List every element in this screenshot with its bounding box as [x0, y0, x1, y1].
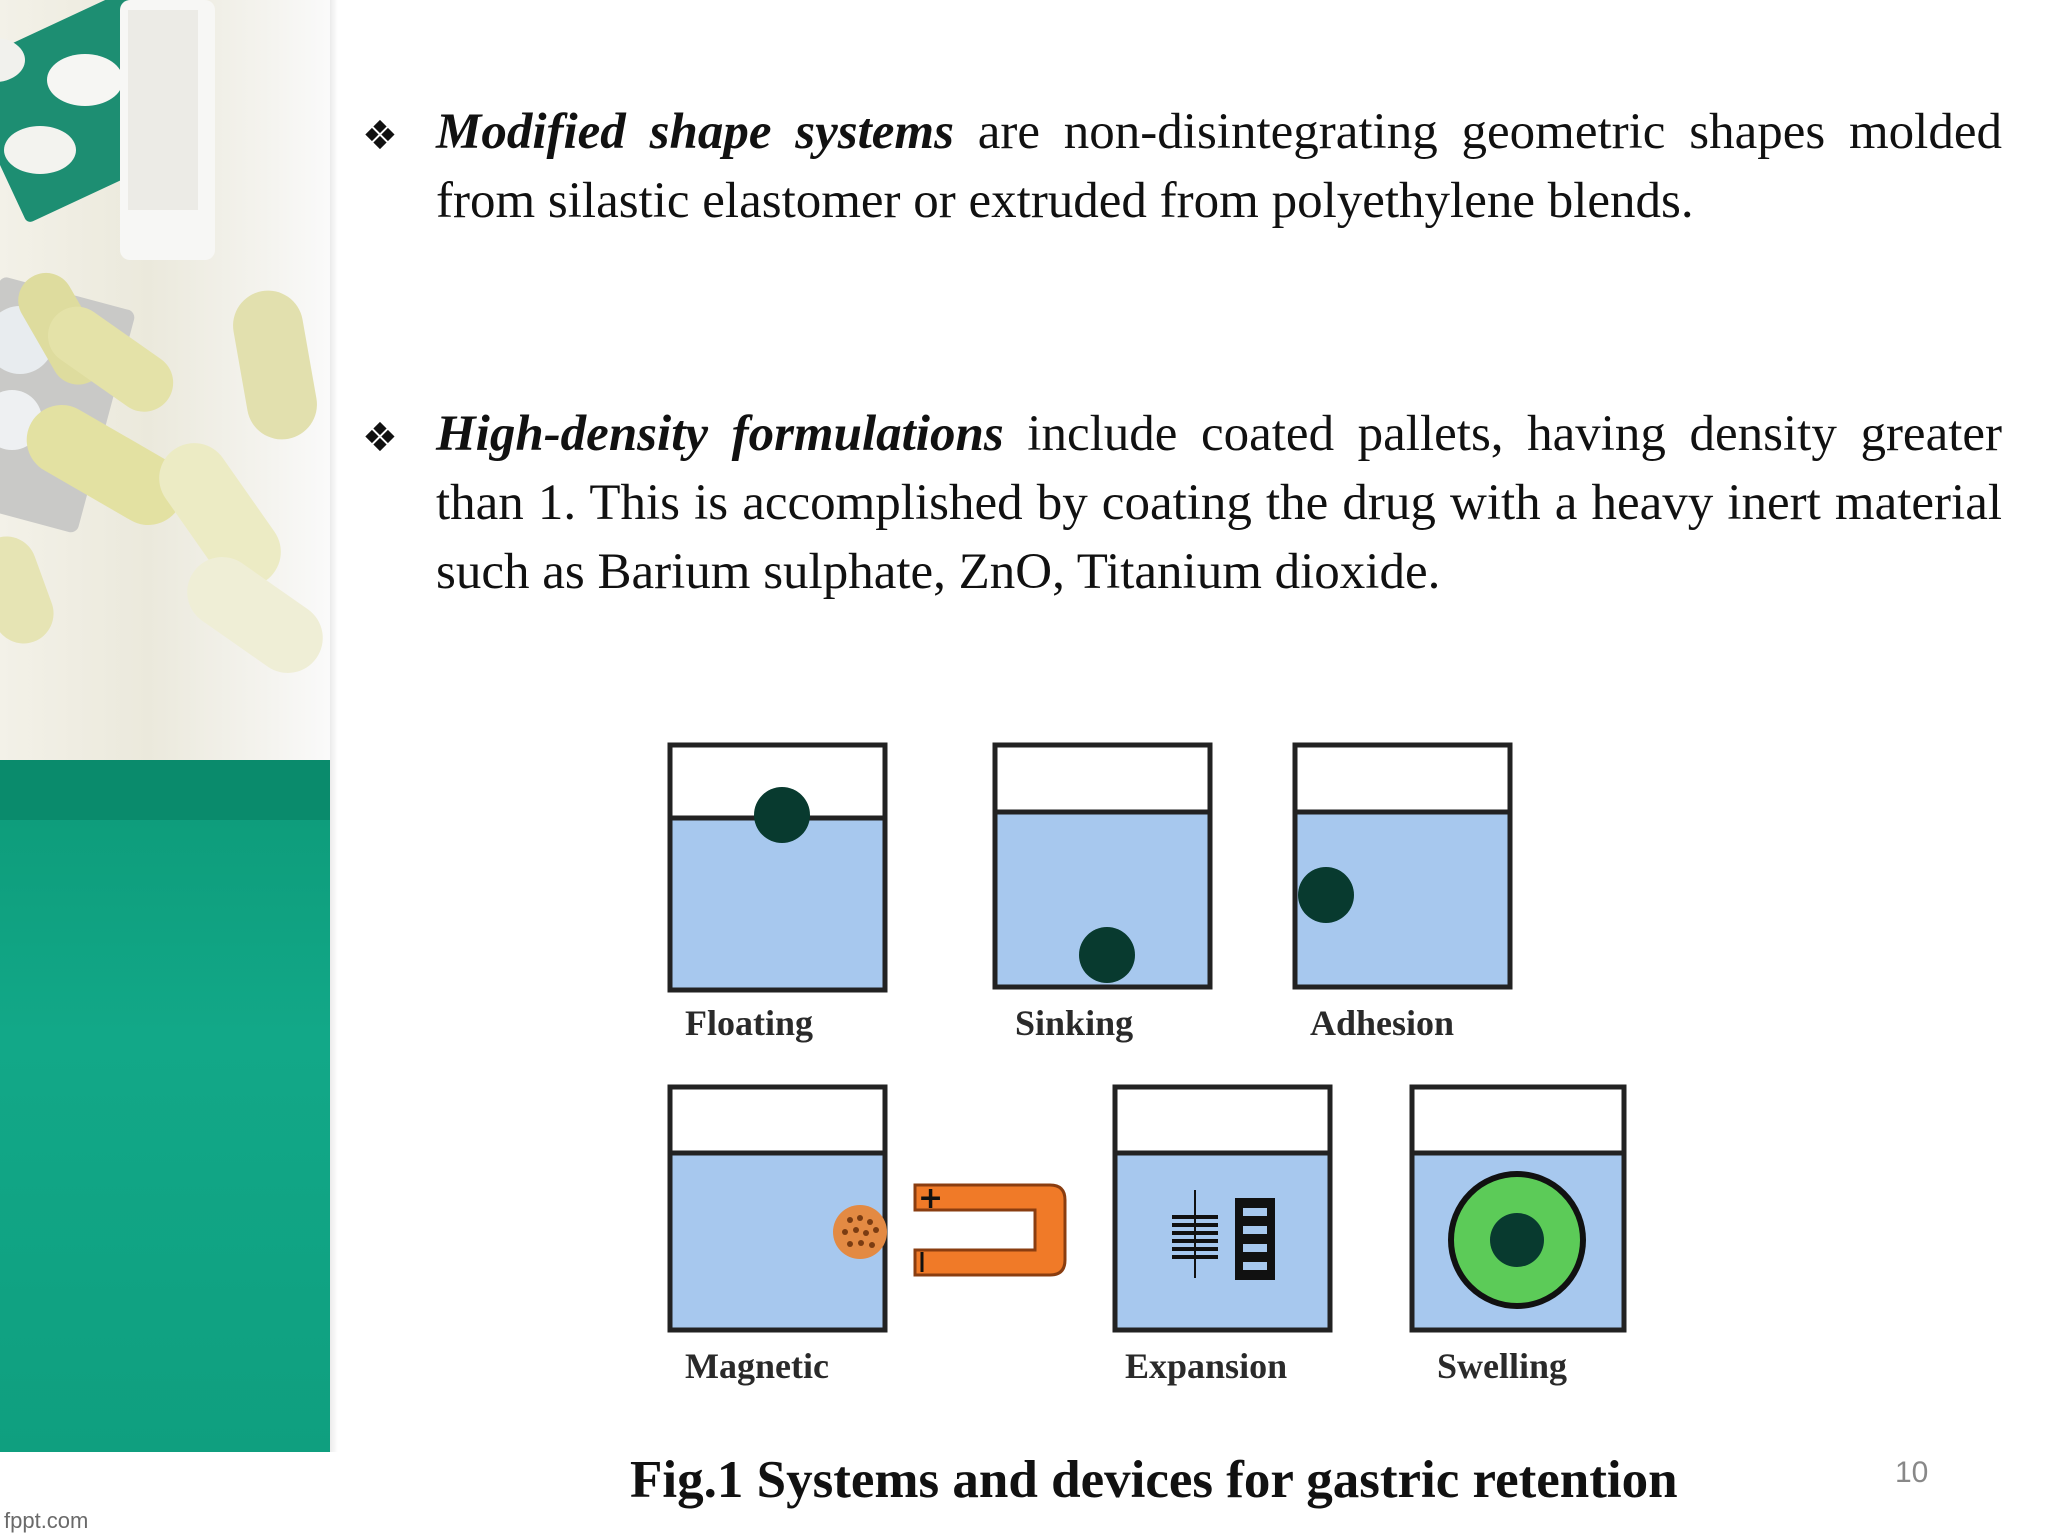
- expansion-container: Expansion: [1112, 1084, 1333, 1386]
- svg-text:+: +: [918, 1181, 943, 1216]
- magnet-icon: [913, 1183, 1067, 1277]
- bullet-term: High-density formulations: [436, 406, 1004, 462]
- floating-container: Floating: [667, 742, 888, 1043]
- pills-illustration: [0, 0, 323, 673]
- bullet-modified-shape: ❖ Modified shape systems are non-disinte…: [362, 98, 2002, 236]
- figure-caption: Fig.1 Systems and devices for gastric re…: [630, 1451, 1678, 1509]
- page-number: 10: [1895, 1456, 1929, 1489]
- decorative-pills-photo: [0, 0, 330, 760]
- label-adhesion: Adhesion: [1310, 1003, 1454, 1043]
- decorative-green-panel: [0, 760, 330, 1452]
- label-sinking: Sinking: [1015, 1003, 1133, 1043]
- expansion-folded-icon: [1172, 1190, 1218, 1278]
- figure-diagram: Floating Sinking Adhesion: [667, 742, 1627, 1386]
- swelling-core: [1490, 1213, 1544, 1267]
- bullet-body: include coated pallets, having density g…: [436, 406, 2002, 600]
- bullet-high-density: ❖ High-density formulations include coat…: [362, 400, 2002, 607]
- expansion-unfolded-icon: [1235, 1198, 1275, 1280]
- sinking-container: Sinking: [992, 742, 1213, 1043]
- adhesion-particle: [1298, 867, 1354, 923]
- label-floating: Floating: [685, 1003, 813, 1043]
- sinking-particle: [1079, 927, 1135, 983]
- label-magnetic: Magnetic: [685, 1346, 829, 1386]
- green-band: [0, 760, 330, 820]
- swelling-container: Swelling: [1409, 1084, 1627, 1386]
- bullet-term: Modified shape systems: [436, 104, 954, 160]
- bullet-body: are non-disintegrating geometric shapes …: [436, 104, 2002, 229]
- panel-shadow: [330, 0, 338, 1452]
- bullet-text: Modified shape systems are non-disintegr…: [436, 98, 2002, 236]
- adhesion-container: Adhesion: [1292, 742, 1513, 1043]
- label-swelling: Swelling: [1437, 1346, 1567, 1386]
- bullet-text: High-density formulations include coated…: [436, 400, 2002, 607]
- label-expansion: Expansion: [1125, 1346, 1287, 1386]
- diamond-bullet-icon: ❖: [362, 113, 398, 159]
- magnetic-particle: [833, 1205, 887, 1259]
- gastric-retention-figure: Floating Sinking Adhesion: [660, 730, 1660, 1410]
- magnetic-container: + Magnetic: [667, 1084, 1067, 1386]
- watermark: fppt.com: [4, 1508, 89, 1533]
- diamond-bullet-icon: ❖: [362, 415, 398, 461]
- floating-particle: [754, 787, 810, 843]
